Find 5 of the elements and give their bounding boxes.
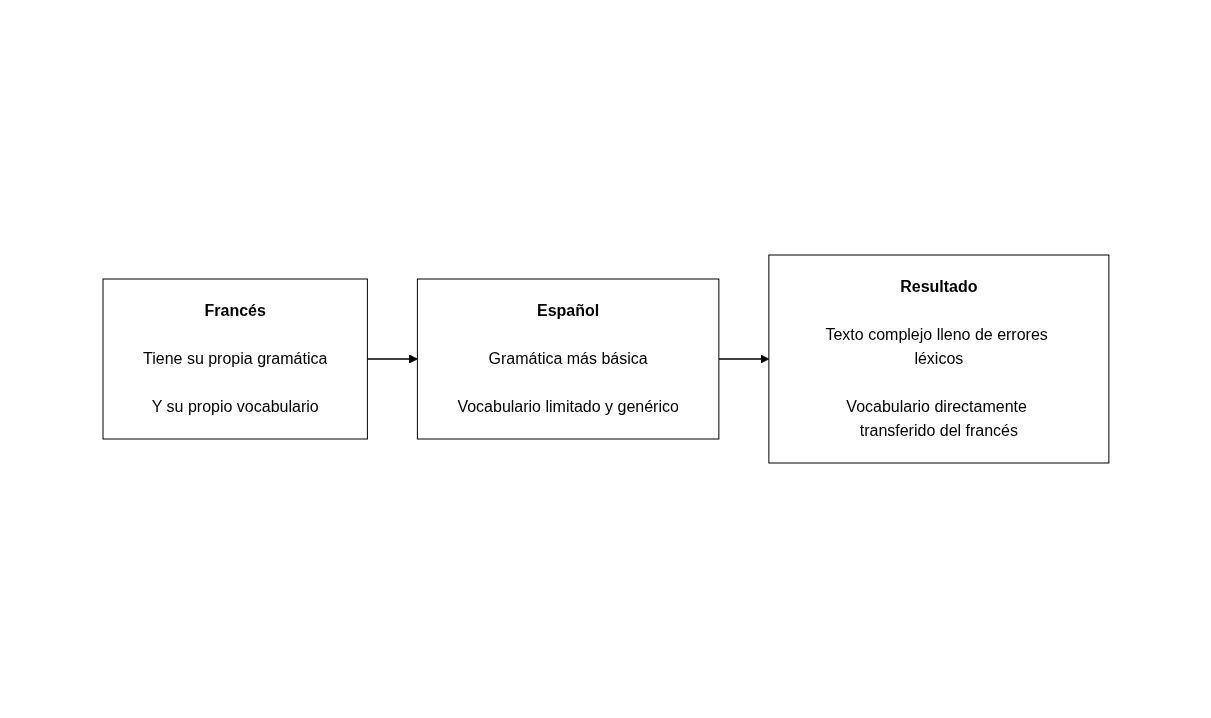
node-box: Resultado Texto complejo lleno de errores léxicos Vocabulario directamente transferido del francés bbox=[767, 254, 1109, 464]
arrow bbox=[366, 354, 418, 364]
node-box: Español Gramática más básica Vocabulario limitado y genérico bbox=[416, 278, 719, 440]
arrow bbox=[717, 354, 769, 364]
node-box: Francés Tiene su propia gramática Y su propio vocabulario bbox=[102, 278, 368, 440]
